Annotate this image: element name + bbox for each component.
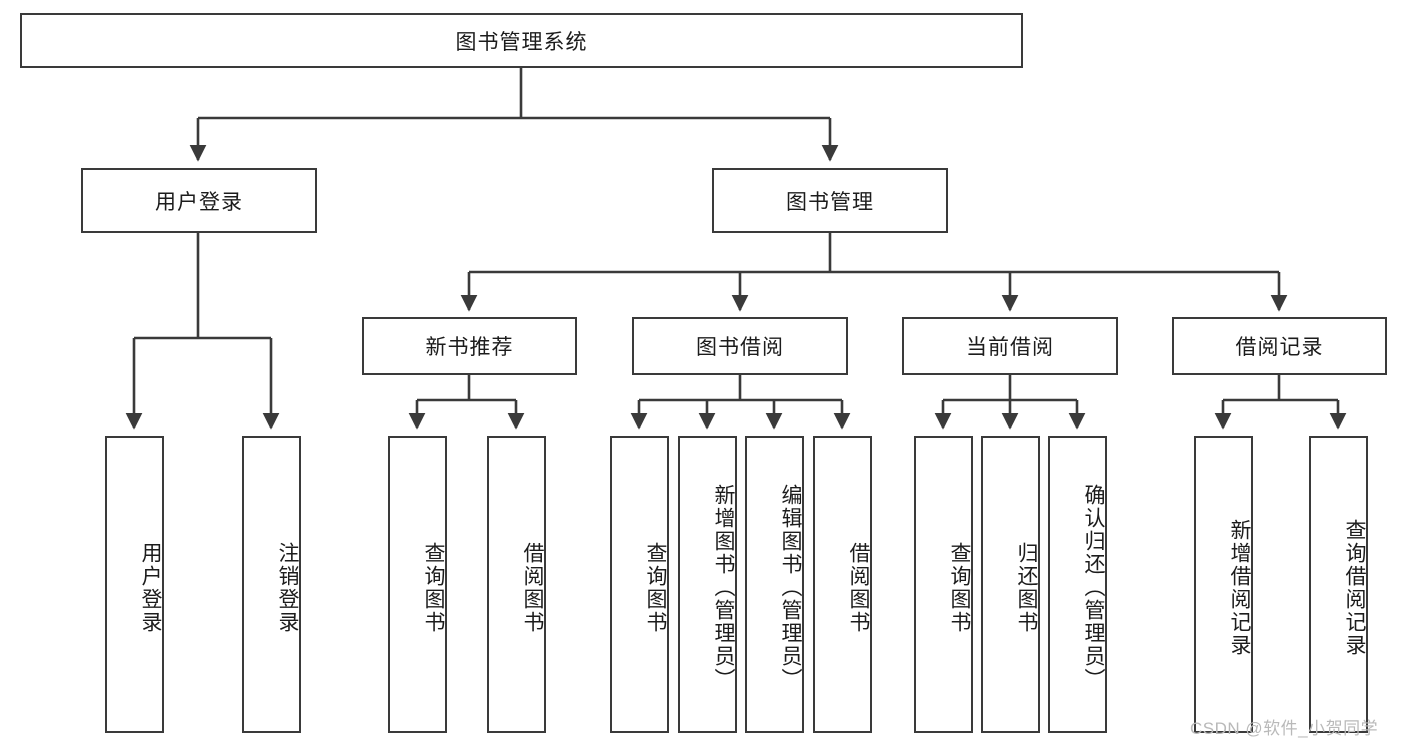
leaf-cb-return-book-label: 归还图书 xyxy=(1015,541,1038,634)
leaf-nb-query-book-label: 查询图书 xyxy=(422,541,445,634)
node-book-borrow-label: 图书借阅 xyxy=(696,336,784,359)
leaf-cb-confirm-return[interactable]: 确认归还（管理员） xyxy=(1048,436,1107,733)
leaf-br-add-record-label: 新增借阅记录 xyxy=(1228,518,1251,657)
node-borrow-record-label: 借阅记录 xyxy=(1235,336,1324,359)
leaf-nb-borrow-book-label: 借阅图书 xyxy=(521,541,544,634)
node-current-borrow-label: 当前借阅 xyxy=(966,336,1054,359)
leaf-cb-return-book[interactable]: 归还图书 xyxy=(981,436,1040,733)
csdn-watermark: CSDN @软件_小贺同学 xyxy=(1190,719,1379,738)
node-user-login-label: 用户登录 xyxy=(155,190,243,214)
leaf-cb-query-book-label: 查询图书 xyxy=(948,541,971,634)
leaf-br-add-record[interactable]: 新增借阅记录 xyxy=(1194,436,1253,733)
leaf-logout[interactable]: 注销登录 xyxy=(242,436,301,733)
leaf-user-login-label: 用户登录 xyxy=(139,541,162,634)
leaf-user-login[interactable]: 用户登录 xyxy=(105,436,164,733)
node-book-manage[interactable]: 图书管理 xyxy=(712,168,948,233)
node-current-borrow[interactable]: 当前借阅 xyxy=(902,317,1118,375)
leaf-logout-label: 注销登录 xyxy=(276,541,299,634)
leaf-nb-query-book[interactable]: 查询图书 xyxy=(388,436,447,733)
leaf-cb-confirm-return-label: 确认归还（管理员） xyxy=(1082,484,1105,691)
node-borrow-record[interactable]: 借阅记录 xyxy=(1172,317,1387,375)
leaf-cb-query-book[interactable]: 查询图书 xyxy=(914,436,973,733)
leaf-bb-borrow-book[interactable]: 借阅图书 xyxy=(813,436,872,733)
leaf-bb-query-book[interactable]: 查询图书 xyxy=(610,436,669,733)
leaf-bb-add-book[interactable]: 新增图书（管理员） xyxy=(678,436,737,733)
node-root[interactable]: 图书管理系统 xyxy=(20,13,1023,68)
leaf-nb-borrow-book[interactable]: 借阅图书 xyxy=(487,436,546,733)
node-root-label: 图书管理系统 xyxy=(455,30,588,54)
leaf-bb-query-book-label: 查询图书 xyxy=(644,541,667,634)
leaf-bb-edit-book[interactable]: 编辑图书（管理员） xyxy=(745,436,804,733)
node-new-book-recommend-label: 新书推荐 xyxy=(425,336,514,359)
node-user-login[interactable]: 用户登录 xyxy=(81,168,317,233)
leaf-bb-borrow-book-label: 借阅图书 xyxy=(847,541,870,634)
leaf-bb-add-book-label: 新增图书（管理员） xyxy=(712,484,735,691)
leaf-bb-edit-book-label: 编辑图书（管理员） xyxy=(779,484,802,691)
node-book-borrow[interactable]: 图书借阅 xyxy=(632,317,848,375)
leaf-br-query-record-label: 查询借阅记录 xyxy=(1343,518,1366,657)
node-new-book-recommend[interactable]: 新书推荐 xyxy=(362,317,577,375)
leaf-br-query-record[interactable]: 查询借阅记录 xyxy=(1309,436,1368,733)
node-book-manage-label: 图书管理 xyxy=(786,190,874,214)
